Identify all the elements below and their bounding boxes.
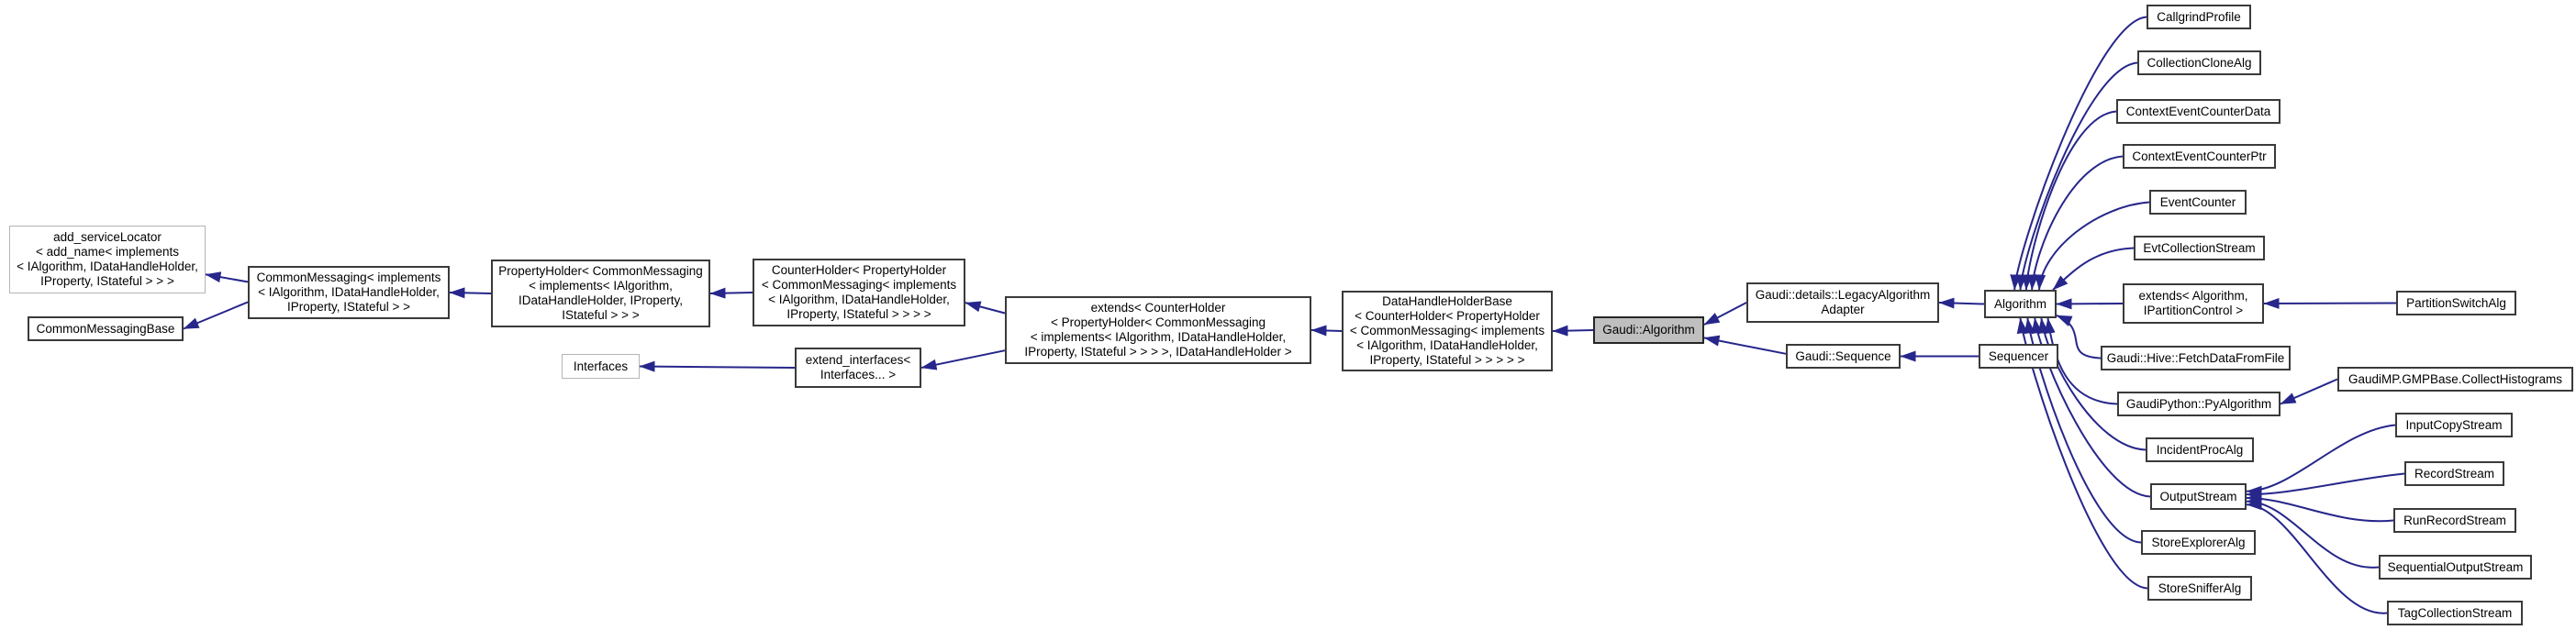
class-node-tagcollectionstream[interactable]: TagCollectionStream: [2387, 601, 2523, 625]
class-node-commonmessagingbase[interactable]: CommonMessagingBase: [28, 316, 184, 341]
inheritance-edge-gaudi-sequence-to-gaudi-algorithm: [1703, 335, 1787, 355]
inheritance-edge-commonmessaging-to-add-servicelocator: [205, 271, 249, 283]
inheritance-edge-gaudi-algorithm-to-datahandleholderbase: [1552, 325, 1594, 337]
class-node-recordstream[interactable]: RecordStream: [2404, 461, 2504, 486]
class-node-extends-counterholder[interactable]: extends< CounterHolder < PropertyHolder<…: [1005, 296, 1311, 364]
class-node-datahandleholderbase[interactable]: DataHandleHolderBase < CounterHolder< Pr…: [1342, 291, 1553, 371]
class-node-gaudimp-collecthistograms[interactable]: GaudiMP.GMPBase.CollectHistograms: [2337, 367, 2573, 392]
class-node-outputstream[interactable]: OutputStream: [2150, 483, 2247, 510]
class-node-inputcopystream[interactable]: InputCopyStream: [2395, 413, 2513, 437]
class-node-extends-algorithm-ipartition[interactable]: extends< Algorithm, IPartitionControl >: [2123, 283, 2264, 324]
class-node-sequencer[interactable]: Sequencer: [1979, 344, 2058, 369]
class-node-partitionswitchalg[interactable]: PartitionSwitchAlg: [2396, 291, 2516, 315]
inheritance-edge-sequentialoutputstream-to-outputstream: [2246, 495, 2380, 569]
inheritance-edge-incidentprocalg-to-algorithm: [2037, 317, 2147, 451]
class-node-contexteventcounterptr[interactable]: ContextEventCounterPtr: [2123, 144, 2276, 169]
class-node-add-servicelocator: add_serviceLocator < add_name< implement…: [9, 226, 206, 293]
inheritance-edge-callgrindprofile-to-algorithm: [2010, 16, 2147, 291]
class-node-algorithm[interactable]: Algorithm: [1984, 290, 2057, 318]
class-node-commonmessaging[interactable]: CommonMessaging< implements < IAlgorithm…: [248, 266, 450, 319]
inheritance-edge-evtcollectionstream-to-algorithm: [2052, 247, 2135, 291]
class-node-evtcollectionstream[interactable]: EvtCollectionStream: [2134, 236, 2265, 260]
class-node-counterholder[interactable]: CounterHolder< PropertyHolder < CommonMe…: [753, 259, 965, 326]
inheritance-edge-storesnifferalg-to-algorithm: [2016, 317, 2148, 590]
class-node-gaudi-algorithm: Gaudi::Algorithm: [1593, 316, 1704, 344]
class-node-eventcounter[interactable]: EventCounter: [2149, 190, 2247, 215]
inheritance-edge-gaudimp-collecthistograms-to-pyalgorithm: [2280, 378, 2338, 405]
class-node-gaudi-sequence[interactable]: Gaudi::Sequence: [1786, 344, 1901, 369]
class-node-collectionclonealg[interactable]: CollectionCloneAlg: [2137, 50, 2261, 75]
inheritance-edge-extend-interfaces-to-interfaces: [639, 360, 796, 372]
inheritance-edge-inputcopystream-to-outputstream: [2246, 424, 2396, 497]
class-node-storesnifferalg[interactable]: StoreSnifferAlg: [2147, 576, 2252, 601]
inheritance-edge-outputstream-to-algorithm: [2031, 317, 2151, 498]
inheritance-edge-recordstream-to-outputstream: [2246, 472, 2405, 501]
inheritance-edge-contexteventcounterptr-to-algorithm: [2027, 155, 2124, 291]
class-node-sequentialoutputstream[interactable]: SequentialOutputStream: [2379, 555, 2532, 580]
inheritance-edge-pyalgorithm-to-algorithm: [2044, 317, 2118, 405]
class-node-incidentprocalg[interactable]: IncidentProcAlg: [2146, 437, 2254, 462]
inheritance-edge-storeexploreralg-to-algorithm: [2024, 317, 2142, 544]
class-node-runrecordstream[interactable]: RunRecordStream: [2393, 508, 2516, 533]
inheritance-edge-collectionclonealg-to-algorithm: [2015, 61, 2138, 291]
inheritance-edge-legacy-adapter-to-gaudi-algorithm: [1703, 302, 1747, 326]
class-node-contexteventcounterdata[interactable]: ContextEventCounterData: [2116, 99, 2280, 124]
class-node-pyalgorithm[interactable]: GaudiPython::PyAlgorithm: [2117, 392, 2280, 416]
class-node-callgrindprofile[interactable]: CallgrindProfile: [2147, 5, 2251, 29]
inheritance-edge-runrecordstream-to-outputstream: [2246, 492, 2394, 523]
inheritance-edge-algorithm-to-legacy-adapter: [1938, 297, 1985, 309]
inheritance-edge-fetchdatafromfile-to-algorithm: [2056, 314, 2102, 359]
class-node-legacy-adapter[interactable]: Gaudi::details::LegacyAlgorithm Adapter: [1746, 282, 1939, 323]
inheritance-edge-commonmessaging-to-commonmessagingbase: [183, 301, 249, 330]
inheritance-edge-contexteventcounterdata-to-algorithm: [2021, 110, 2117, 291]
class-node-interfaces: Interfaces: [562, 354, 640, 379]
inheritance-edge-extends-counterholder-to-extend-interfaces: [920, 349, 1006, 370]
inheritance-edge-datahandleholderbase-to-extends-counterholder: [1310, 325, 1343, 337]
inheritance-edge-extends-counterholder-to-counterholder: [965, 301, 1006, 315]
inheritance-edge-eventcounter-to-algorithm: [2035, 201, 2150, 291]
class-node-storeexploreralg[interactable]: StoreExplorerAlg: [2141, 530, 2256, 555]
class-node-extend-interfaces[interactable]: extend_interfaces< Interfaces... >: [795, 348, 921, 388]
inheritance-edge-tagcollectionstream-to-outputstream: [2246, 499, 2388, 614]
class-node-fetchdatafromfile[interactable]: Gaudi::Hive::FetchDataFromFile: [2101, 346, 2291, 370]
class-node-propertyholder[interactable]: PropertyHolder< CommonMessaging < implem…: [491, 260, 710, 327]
